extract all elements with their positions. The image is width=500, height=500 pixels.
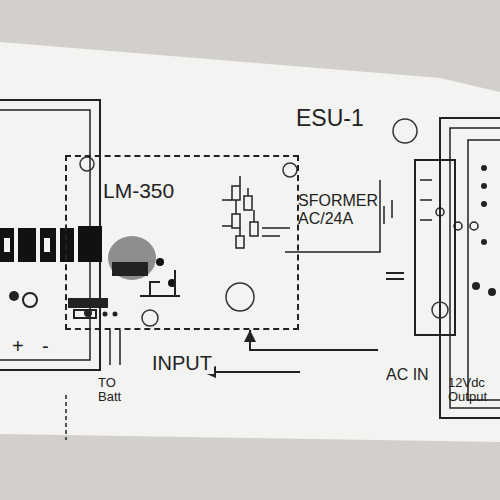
- artwork-path: [110, 330, 120, 365]
- artwork-circle: [283, 163, 297, 177]
- artwork-rect: [232, 214, 240, 228]
- artwork-circle: [156, 258, 164, 266]
- artwork-circle: [481, 239, 487, 245]
- artwork-circle: [481, 165, 487, 171]
- artwork-circle: [472, 282, 480, 290]
- artwork-path: [420, 180, 432, 220]
- artwork-rect: [60, 228, 74, 262]
- artwork-path: [140, 270, 180, 296]
- artwork-path: [222, 176, 254, 236]
- artwork-circle: [84, 309, 92, 317]
- arrow-head: [244, 330, 256, 342]
- board-name: ESU-1: [296, 106, 396, 131]
- artwork-rect: [468, 140, 500, 400]
- artwork-circle: [393, 119, 417, 143]
- artwork-circle: [436, 208, 444, 216]
- artwork-rect: [78, 226, 102, 262]
- terminal-label: TO Batt: [98, 376, 138, 405]
- artwork-polygon: [0, 42, 500, 442]
- artwork-rect: [440, 118, 500, 418]
- artwork-circle: [488, 288, 496, 296]
- artwork-rect: [44, 238, 50, 252]
- artwork-g: [384, 180, 478, 230]
- edge-label: INPUT: [150, 352, 214, 374]
- artwork-g: [222, 176, 290, 248]
- node-text: AC IN: [386, 366, 448, 384]
- artwork-path: [65, 395, 67, 440]
- connector-line: [250, 330, 378, 350]
- artwork-path: [262, 228, 290, 236]
- artwork-circle: [470, 222, 478, 230]
- artwork-rect: [236, 236, 244, 248]
- artwork-rect: [232, 186, 240, 200]
- ac-input-terminal: AC IN: [378, 338, 448, 394]
- artwork-rect: [68, 298, 108, 308]
- artwork-rect: [386, 272, 404, 274]
- node-text: SFORMER AC/24A: [298, 192, 388, 227]
- artwork-circle: [226, 283, 254, 311]
- artwork-circle: [454, 222, 462, 230]
- artwork-circle: [432, 302, 448, 318]
- artwork-path: [212, 371, 300, 373]
- artwork-ellipse: [108, 236, 156, 280]
- artwork-circle: [481, 201, 487, 207]
- artwork-circle: [481, 183, 487, 189]
- polarity-mark: +: [12, 335, 32, 357]
- artwork-circle: [80, 157, 94, 171]
- artwork-g: [386, 165, 496, 296]
- transformer-block: SFORMER AC/24A: [292, 188, 388, 248]
- artwork-circle: [113, 312, 118, 317]
- terminal-label: 12Vdc Output: [448, 376, 498, 405]
- artwork-rect: [0, 110, 90, 360]
- artwork-circle: [103, 312, 108, 317]
- polarity-mark: -: [42, 335, 62, 357]
- artwork-rect: [18, 228, 36, 262]
- artwork-rect: [0, 228, 14, 262]
- artwork-rect: [4, 238, 10, 252]
- artwork-rect: [244, 196, 252, 210]
- artwork-rect: [40, 228, 56, 262]
- artwork-rect: [112, 262, 148, 276]
- artwork-rect: [415, 160, 455, 335]
- artwork-rect: [386, 278, 404, 280]
- artwork-circle: [142, 310, 158, 326]
- regulator-module: LM-350: [65, 155, 299, 330]
- artwork-path: [384, 200, 392, 224]
- artwork-rect: [250, 222, 258, 236]
- input-arrow: [244, 330, 378, 350]
- artwork-rect: [74, 310, 96, 318]
- node-text: LM-350: [103, 179, 297, 202]
- artwork-circle: [23, 293, 37, 307]
- artwork-rect: [450, 128, 500, 408]
- artwork-circle: [9, 291, 19, 301]
